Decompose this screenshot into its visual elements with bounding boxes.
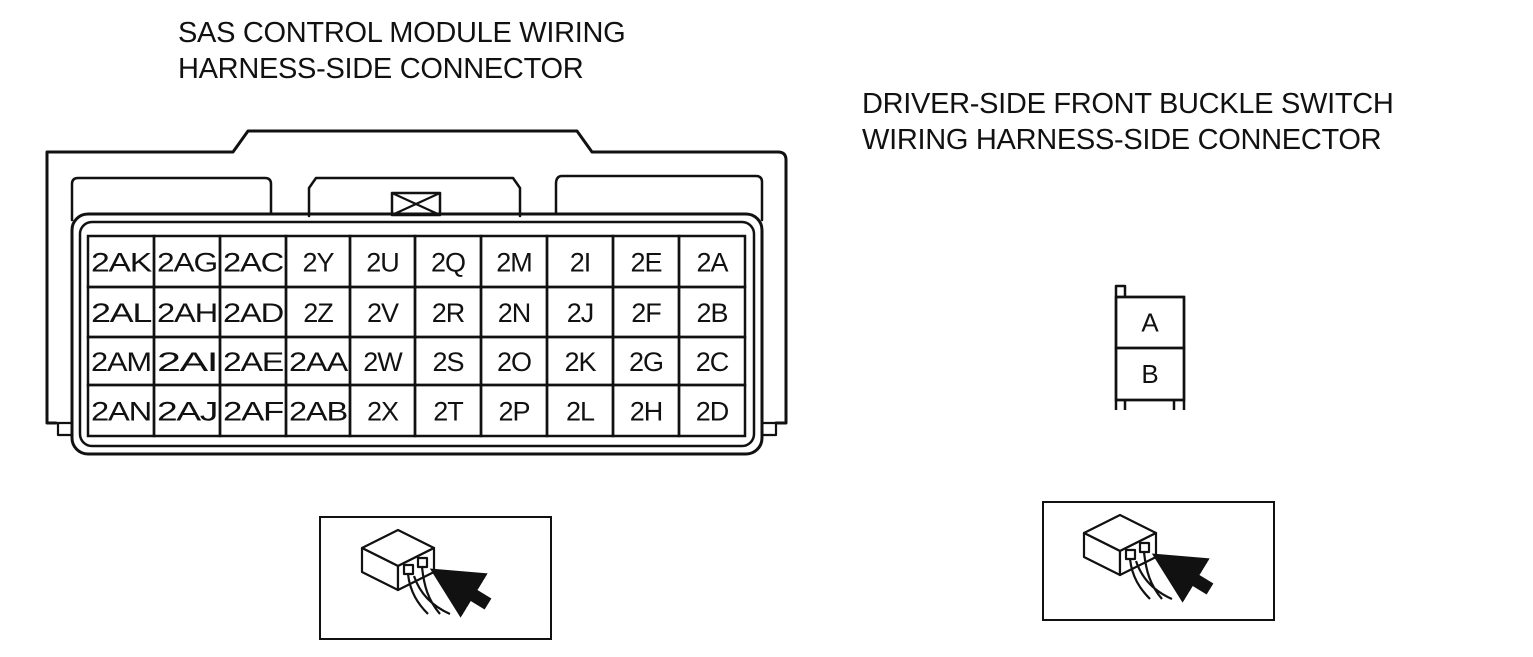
sas-connector-left-rib	[70, 176, 273, 222]
pin-label-2d: 2D	[696, 397, 729, 427]
pin-label-2o: 2O	[497, 347, 531, 377]
pin-label-2al: 2AL	[91, 298, 152, 328]
pin-label-2n: 2N	[498, 298, 531, 328]
pin-label-2am: 2AM	[91, 347, 151, 377]
pin-label-2ai: 2AI	[157, 347, 217, 377]
buckle-view-indicator	[1042, 501, 1275, 621]
buckle-pin-label-b: B	[1141, 359, 1158, 389]
sas-connector-left-latch	[56, 421, 74, 437]
pin-label-2z: 2Z	[303, 298, 333, 328]
pin-label-2ac: 2AC	[223, 248, 284, 278]
pin-label-2ak: 2AK	[91, 248, 152, 278]
sas-connector-lock-tab	[307, 176, 522, 218]
pin-label-2ab: 2AB	[289, 397, 347, 427]
sas-connector-title: SAS CONTROL MODULE WIRING HARNESS-SIDE C…	[178, 15, 626, 87]
pin-label-2an: 2AN	[91, 397, 151, 427]
sas-view-indicator	[319, 516, 552, 640]
pin-label-2g: 2G	[629, 347, 663, 377]
buckle-pin-label-a: A	[1141, 308, 1159, 338]
pin-label-2v: 2V	[367, 298, 399, 328]
pin-label-2m: 2M	[496, 248, 532, 278]
pin-label-2l: 2L	[566, 397, 595, 427]
buckle-pin-cell	[1114, 346, 1186, 402]
pin-label-2p: 2P	[498, 397, 529, 427]
pin-label-2i: 2I	[570, 248, 591, 278]
pin-label-2x: 2X	[367, 397, 399, 427]
pin-label-2f: 2F	[631, 298, 661, 328]
pin-label-2ag: 2AG	[157, 248, 217, 278]
sas-connector-right-rib	[554, 174, 764, 222]
pin-label-2b: 2B	[696, 298, 727, 328]
pin-label-2y: 2Y	[302, 248, 334, 278]
buckle-pin-grid: AB	[1114, 295, 1186, 402]
pin-label-2k: 2K	[564, 347, 596, 377]
pin-label-2ah: 2AH	[157, 298, 217, 328]
sas-title-line-2: HARNESS-SIDE CONNECTOR	[178, 53, 584, 85]
pin-label-2s: 2S	[432, 347, 463, 377]
pin-label-2r: 2R	[432, 298, 465, 328]
pin-label-2af: 2AF	[223, 397, 284, 427]
pin-label-2aj: 2AJ	[157, 397, 217, 427]
pin-label-2c: 2C	[696, 347, 729, 377]
pin-label-2e: 2E	[630, 248, 661, 278]
sas-connector-right-latch	[760, 421, 778, 437]
sas-connector-housing	[45, 129, 788, 425]
sas-view-frame	[319, 516, 552, 640]
sas-connector-lock-mark-icon	[390, 191, 442, 217]
pin-label-2t: 2T	[433, 397, 463, 427]
sas-connector-outer-frame	[70, 212, 764, 456]
pin-label-2q: 2Q	[431, 248, 465, 278]
pin-label-2aa: 2AA	[289, 347, 348, 377]
pin-label-2ae: 2AE	[223, 347, 283, 377]
pin-cell	[677, 383, 747, 438]
pin-label-2a: 2A	[696, 248, 728, 278]
sas-connector	[45, 129, 788, 456]
harness-side-view-icon	[1082, 513, 1214, 603]
pin-label-2ad: 2AD	[223, 298, 284, 328]
buckle-title-line-1: DRIVER-SIDE FRONT BUCKLE SWITCH	[862, 88, 1394, 120]
buckle-connector-title: DRIVER-SIDE FRONT BUCKLE SWITCH WIRING H…	[862, 86, 1394, 158]
pin-label-2w: 2W	[363, 347, 403, 377]
pin-label-2j: 2J	[567, 298, 594, 328]
harness-side-view-icon	[360, 528, 492, 618]
buckle-view-frame	[1042, 501, 1275, 621]
pin-label-2u: 2U	[366, 248, 399, 278]
sas-title-line-1: SAS CONTROL MODULE WIRING	[178, 17, 626, 49]
sas-connector-inner-frame	[78, 220, 756, 448]
pin-label-2h: 2H	[630, 397, 663, 427]
buckle-title-line-2: WIRING HARNESS-SIDE CONNECTOR	[862, 124, 1382, 156]
